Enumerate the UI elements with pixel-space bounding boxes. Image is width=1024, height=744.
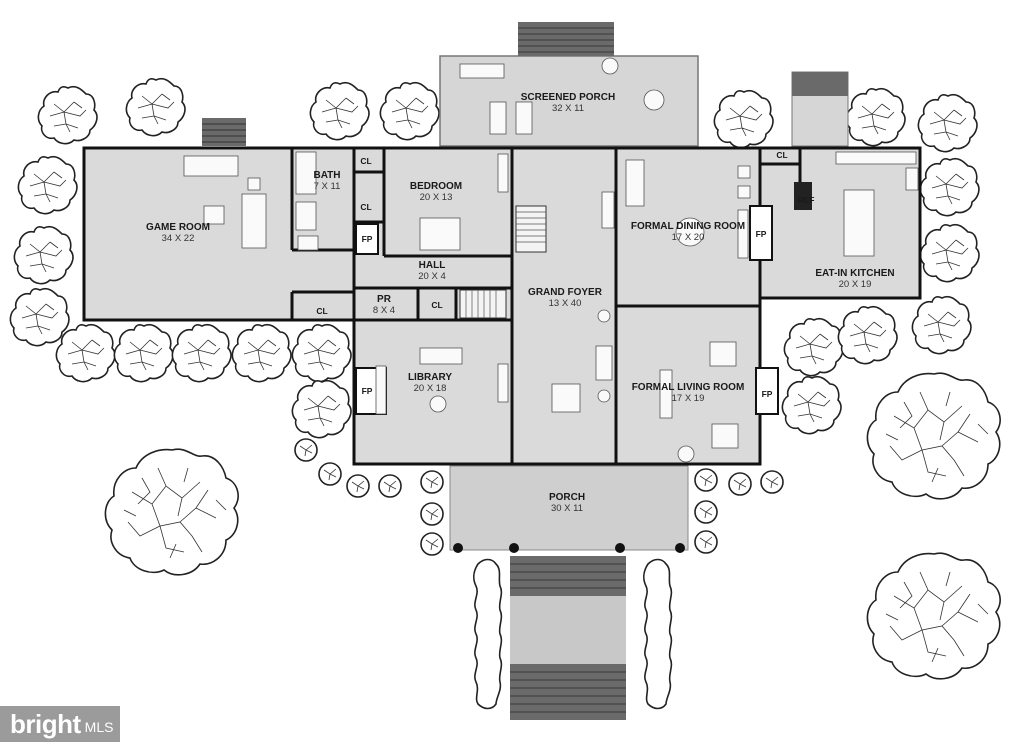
formal-dining-dimensions: 17 X 20 <box>672 232 705 243</box>
tree-icon <box>231 323 292 383</box>
front-steps <box>510 556 626 596</box>
formal-living-label: FORMAL LIVING ROOM <box>632 382 745 393</box>
rear-steps <box>202 118 246 146</box>
powder-room-label: PR <box>377 294 392 305</box>
closet-tag: CL <box>431 300 442 310</box>
grand-foyer-dimensions: 13 X 40 <box>549 298 582 309</box>
screened-porch-label: SCREENED PORCH <box>521 92 615 103</box>
tree-icon <box>919 157 980 217</box>
eat-in-kitchen-dimensions: 20 X 19 <box>839 279 872 290</box>
tree-icon <box>911 295 972 355</box>
bedroom-label: BEDROOM <box>410 181 462 192</box>
tree-icon <box>837 305 898 365</box>
closet-tag: CL <box>316 306 327 316</box>
tree-icon <box>917 93 978 153</box>
tree-icon <box>346 474 370 498</box>
porch-dimensions: 30 X 11 <box>551 503 583 514</box>
tree-icon <box>781 375 842 435</box>
tree-icon <box>125 77 186 137</box>
tree-icon <box>294 438 318 462</box>
tree-icon <box>866 552 1001 680</box>
game-room-label: GAME ROOM <box>146 222 210 233</box>
tree-icon <box>694 530 718 554</box>
tree-icon <box>866 372 1001 500</box>
front-porch-floor <box>449 465 689 551</box>
tree-icon <box>17 155 78 215</box>
tree-icon <box>171 323 232 383</box>
formal-dining-label: FORMAL DINING ROOM <box>631 221 745 232</box>
tree-icon <box>378 474 402 498</box>
porch-columns <box>453 543 685 553</box>
closet-tag: CL <box>360 156 371 166</box>
bath-dimensions: 7 X 11 <box>314 181 341 192</box>
tree-icon <box>13 225 74 285</box>
tree-icon <box>318 462 342 486</box>
tree-icon <box>420 502 444 526</box>
watermark-suffix: MLS <box>84 719 114 735</box>
tree-icon <box>379 81 440 141</box>
furniture <box>183 151 919 463</box>
tree-icon <box>420 532 444 556</box>
room-labels: SCREENED PORCH 32 X 11 BATH 7 X 11 BEDRO… <box>146 92 895 514</box>
tree-icon <box>37 85 98 145</box>
tree-icon <box>783 317 844 377</box>
game-room-dimensions: 34 X 22 <box>162 233 195 244</box>
front-steps-lower <box>510 664 626 720</box>
closet-tag: CL <box>776 150 787 160</box>
watermark-brand: bright <box>10 708 81 739</box>
tree-icon <box>9 287 70 347</box>
hedge-icon <box>473 558 503 710</box>
kitchen-steps <box>792 72 848 96</box>
powder-room-dimensions: 8 X 4 <box>373 305 395 316</box>
grand-foyer-label: GRAND FOYER <box>528 287 603 298</box>
tree-icon <box>55 323 116 383</box>
hedge-icon <box>643 558 673 710</box>
tree-icon <box>104 448 239 576</box>
tree-icon <box>728 472 752 496</box>
fireplace-tag: FP <box>762 389 773 399</box>
tree-icon <box>291 323 352 383</box>
tree-icon <box>113 323 174 383</box>
screened-porch-steps <box>518 22 614 56</box>
fireplace-tag: FP <box>362 386 373 396</box>
porch-label: PORCH <box>549 492 585 503</box>
hall-dimensions: 20 X 4 <box>418 271 445 282</box>
interior-walls <box>290 148 802 464</box>
tree-icon <box>694 500 718 524</box>
exterior-walls <box>82 146 922 466</box>
tree-icon <box>694 468 718 492</box>
tree-icon <box>760 470 784 494</box>
front-walk <box>510 596 626 664</box>
tree-icon <box>420 470 444 494</box>
closet-tag: CL <box>360 202 371 212</box>
tree-icon <box>291 379 352 439</box>
formal-living-dimensions: 17 X 19 <box>672 393 705 404</box>
fixture-tags: CL CL CL CL CL FP FP FP FP REF <box>316 150 814 399</box>
eat-in-kitchen-label: EAT-IN KITCHEN <box>815 268 894 279</box>
bedroom-dimensions: 20 X 13 <box>420 192 453 203</box>
fireplace-tag: FP <box>362 234 373 244</box>
hall-label: HALL <box>419 260 446 271</box>
tree-icon <box>845 87 906 147</box>
watermark-logo: bright MLS <box>0 706 120 742</box>
fireplace-tag: FP <box>756 229 767 239</box>
library-dimensions: 20 X 18 <box>414 383 447 394</box>
refrigerator-tag: REF <box>798 195 815 205</box>
screened-porch-dimensions: 32 X 11 <box>552 103 584 114</box>
library-label: LIBRARY <box>408 372 452 383</box>
tree-icon <box>919 223 980 283</box>
tree-icon <box>713 89 774 149</box>
tree-icon <box>309 81 370 141</box>
bath-label: BATH <box>313 170 340 181</box>
